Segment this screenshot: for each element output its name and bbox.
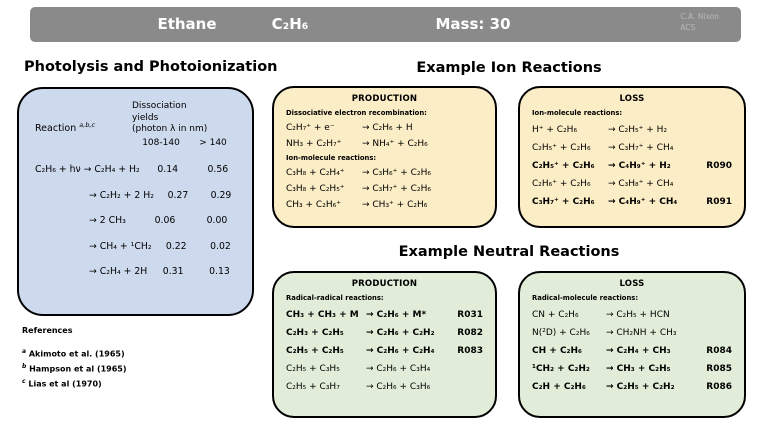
- references: References a Akimoto et al. (1965) b Ham…: [22, 326, 127, 391]
- box-title: PRODUCTION: [351, 279, 418, 289]
- wavelength-columns: 108-140 > 140: [132, 138, 240, 150]
- reaction-footnote-marks: a,b,c: [79, 121, 96, 129]
- group-label: Ion-molecule reactions:: [532, 109, 623, 117]
- reaction-row: H⁺ + C₂H₆→ C₂H₅⁺ + H₂: [532, 125, 668, 135]
- ion-loss-box: LOSS Ion-molecule reactions: H⁺ + C₂H₆→ …: [518, 86, 746, 228]
- table-row: → 2 CH₃ 0.06 0.00: [89, 215, 228, 227]
- credit-author: C.A. Nixon: [680, 12, 719, 21]
- reaction-id: R085: [706, 364, 732, 374]
- reaction-row: C₂H₅ + C₃H₇→ C₂H₆ + C₃H₆: [286, 382, 431, 392]
- reaction-row: N(²D) + C₂H₆→ CH₂NH + CH₃: [532, 328, 677, 338]
- group-label: Radical-molecule reactions:: [532, 294, 639, 302]
- reaction-id: R091: [706, 197, 732, 207]
- credit-org: ACS: [680, 23, 696, 33]
- group-label: Dissociative electron recombination:: [286, 109, 427, 117]
- neutral-loss-box: LOSS Radical-molecule reactions: CN + C₂…: [518, 271, 746, 418]
- ion-reactions-heading: Example Ion Reactions: [416, 60, 602, 76]
- photolysis-heading: Photolysis and Photoionization: [24, 59, 278, 75]
- reaction-id: R083: [457, 346, 483, 356]
- reaction-row: C₃H₈ + C₂H₄⁺→ C₃H₆⁺ + C₂H₆: [286, 168, 431, 178]
- reaction-id: R031: [457, 310, 483, 320]
- reaction-id: R082: [457, 328, 483, 338]
- reaction-row: CH₃ + C₂H₆⁺→ CH₃⁺ + C₂H₆: [286, 200, 428, 210]
- group-label: Ion-molecule reactions:: [286, 154, 377, 162]
- table-row: → CH₄ + ¹CH₂ 0.22 0.02: [89, 240, 231, 252]
- table-row: C₂H₆ + hν → C₂H₄ + H₂ 0.14 0.56: [35, 164, 229, 176]
- table-row: → C₂H₂ + 2 H₂ 0.27 0.29: [89, 189, 232, 201]
- compound-formula: C₂H₆: [271, 15, 309, 33]
- reaction-id: R090: [706, 161, 732, 171]
- reaction-row: C₃H₈ + C₂H₅⁺→ C₃H₇⁺ + C₂H₆: [286, 184, 431, 194]
- reaction-column-header: Reaction a,b,c: [35, 121, 96, 135]
- col-108-140: 108-140: [142, 138, 180, 149]
- col-gt-140: > 140: [199, 138, 227, 149]
- reaction-row: C₂H₅ + C₃H₅→ C₂H₆ + C₃H₄: [286, 364, 431, 374]
- title-bar: Ethane C₂H₆ Mass: 30 C.A. Nixon ACS: [30, 7, 741, 42]
- photolysis-table: Reaction a,b,c Dissociation yields (phot…: [17, 87, 254, 316]
- reference-item: b Hampson et al (1965): [22, 363, 127, 374]
- reaction-id: R086: [706, 382, 732, 392]
- reaction-row: NH₃ + C₂H₇⁺→ NH₄⁺ + C₂H₆: [286, 139, 428, 149]
- photolysis-table-header: Reaction a,b,c Dissociation yields (phot…: [35, 101, 240, 150]
- group-label: Radical-radical reactions:: [286, 294, 384, 302]
- reaction-row: C₂H₇⁺ + e⁻→ C₂H₆ + H: [286, 123, 413, 133]
- neutral-reactions-heading: Example Neutral Reactions: [398, 244, 620, 260]
- compound-mass: Mass: 30: [435, 15, 511, 33]
- credit: C.A. Nixon ACS: [680, 11, 719, 34]
- box-title: LOSS: [619, 94, 645, 104]
- reference-item: a Akimoto et al. (1965): [22, 348, 125, 359]
- reference-item: c Lias et al (1970): [22, 378, 102, 389]
- yields-column-header: Dissociation yields (photon λ in nm) 108…: [132, 101, 240, 150]
- box-title: PRODUCTION: [351, 94, 418, 104]
- box-title: LOSS: [619, 279, 645, 289]
- compound-name: Ethane: [157, 15, 217, 33]
- neutral-production-box: PRODUCTION Radical-radical reactions: CH…: [272, 271, 497, 418]
- table-row: → C₂H₄ + 2H 0.31 0.13: [89, 266, 230, 278]
- reaction-row: C₂H₆⁺ + C₂H₆→ C₃H₈⁺ + CH₄: [532, 179, 674, 189]
- reaction-row: CH₃ + CH₃ + M→ C₂H₆ + M*R031: [286, 310, 483, 320]
- references-heading: References: [22, 326, 73, 335]
- reaction-id: R084: [706, 346, 732, 356]
- reaction-row: CN + C₂H₆→ C₂H₅ + HCN: [532, 310, 670, 320]
- reaction-row: C₂H₅⁺ + C₂H₆→ C₃H₇⁺ + CH₄: [532, 143, 674, 153]
- ion-production-box: PRODUCTION Dissociative electron recombi…: [272, 86, 497, 228]
